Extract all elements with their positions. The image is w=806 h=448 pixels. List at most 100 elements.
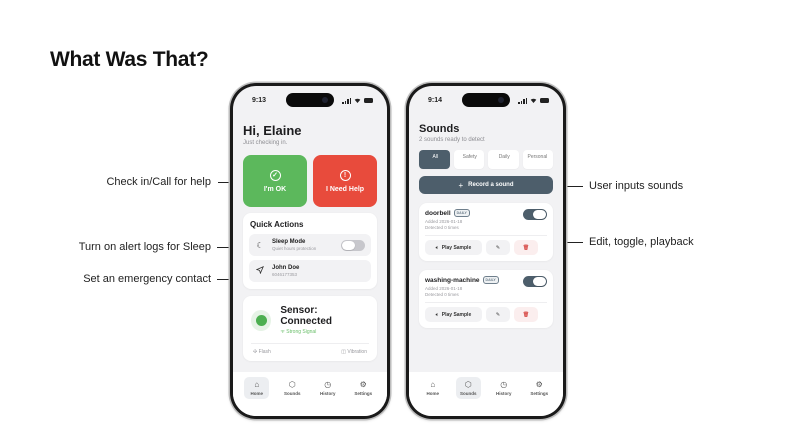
vibration-indicator: ◫ Vibration (341, 349, 367, 355)
sound-added-date: Added 2026-01-18 (425, 219, 463, 224)
greeting: Hi, Elaine (243, 123, 302, 138)
tab-sounds[interactable]: ⬡ Sounds (284, 379, 301, 396)
status-time: 9:14 (428, 97, 443, 104)
sensor-card: Sensor: Connected ᯤ Strong Signal ✣ Flas… (243, 296, 377, 361)
sounds-title: Sounds (419, 123, 460, 135)
category-badge: DAILY (482, 276, 499, 285)
clock-icon: ◷ (324, 379, 332, 389)
moon-icon: ☾ (256, 240, 264, 250)
home-phone: 9:13 Hi, Elaine Just checking in. ✓ I'm … (230, 83, 390, 419)
emergency-contact-item[interactable]: John Doe 6046177353 (249, 260, 371, 282)
annotation-checkin-text: Check in/Call for help (106, 176, 211, 188)
home-screen: 9:13 Hi, Elaine Just checking in. ✓ I'm … (233, 86, 387, 416)
annotation-line (549, 185, 583, 187)
sensor-status-title: Sensor: Connected (280, 305, 332, 327)
tab-settings[interactable]: ⚙ Settings (354, 379, 373, 396)
play-sample-button[interactable]: 🔈︎Play Sample (425, 240, 482, 256)
sound-detect-count: Detected 0 times (425, 292, 459, 298)
annotation-sleep-text: Turn on alert logs for Sleep (78, 241, 211, 253)
record-sound-button[interactable]: + Record a sound (419, 176, 553, 194)
tab-sounds[interactable]: ⬡ Sounds (455, 377, 481, 399)
filter-personal[interactable]: Personal (522, 150, 553, 169)
wifi-icon (530, 98, 537, 103)
edit-button[interactable]: ✎ (486, 240, 510, 256)
vibration-icon: ◫ (341, 349, 348, 355)
tab-home[interactable]: ⌂ Home (426, 379, 439, 396)
filter-chips: All Safety Daily Personal (419, 150, 553, 169)
need-help-label: I Need Help (325, 185, 365, 193)
sleep-mode-item[interactable]: ☾ Sleep Mode Quiet hours protection (249, 234, 371, 256)
contact-name: John Doe (272, 265, 300, 271)
trash-icon: 🗑︎ (522, 311, 530, 318)
quick-actions-title: Quick Actions (250, 220, 304, 229)
annotation-line (549, 241, 583, 243)
sounds-subtext: 2 sounds ready to detect (419, 137, 485, 143)
annotation-contact-text: Set an emergency contact (83, 273, 211, 285)
tab-settings[interactable]: ⚙ Settings (530, 379, 549, 396)
delete-button[interactable]: 🗑︎ (514, 240, 538, 256)
wifi-icon (354, 98, 361, 103)
sleep-mode-toggle[interactable] (341, 239, 365, 251)
battery-icon (540, 98, 549, 103)
gear-icon: ⚙ (535, 379, 543, 389)
signal-icon (518, 97, 527, 104)
play-sample-button[interactable]: 🔈︎Play Sample (425, 307, 482, 323)
gear-icon: ⚙ (359, 379, 367, 389)
annotation-record-text: User inputs sounds (589, 180, 684, 192)
record-sound-label: Record a sound (468, 182, 514, 188)
sounds-phone: 9:14 Sounds 2 sounds ready to detect All… (406, 83, 566, 419)
home-icon: ⌂ (430, 379, 436, 389)
status-bar: 9:13 (252, 97, 373, 104)
flash-icon: ✣ (253, 349, 259, 355)
sound-name: doorbell (425, 209, 451, 217)
annotation-sleep: Turn on alert logs for Sleep (79, 241, 252, 253)
divider (251, 343, 369, 344)
box-icon: ⬡ (288, 379, 296, 389)
check-circle-icon: ✓ (269, 169, 281, 181)
sound-enabled-toggle[interactable] (523, 276, 547, 288)
contact-phone: 6046177353 (272, 272, 298, 277)
speaker-icon: 🔈︎ (435, 244, 439, 251)
checkin-row: ✓ I'm OK ! I Need Help (243, 155, 377, 207)
tab-history[interactable]: ◷ History (319, 379, 336, 396)
signal-strength: Strong Signal (286, 329, 317, 335)
sound-name: washing-machine (425, 276, 480, 284)
sound-added-date: Added 2026-01-18 (425, 286, 463, 292)
delete-button[interactable]: 🗑︎ (514, 307, 538, 323)
sleep-mode-subtitle: Quiet hours protection (272, 246, 317, 251)
status-time: 9:13 (252, 97, 267, 104)
sound-enabled-toggle[interactable] (523, 209, 547, 220)
dynamic-island (462, 93, 510, 107)
annotation-contact: Set an emergency contact (83, 273, 252, 285)
box-icon: ⬡ (464, 379, 472, 389)
signal-icon (342, 97, 351, 104)
home-icon: ⌂ (254, 379, 260, 389)
status-bar: 9:14 (428, 97, 549, 104)
annotation-record: User inputs sounds (549, 180, 683, 192)
category-badge: DAILY (453, 209, 470, 217)
tab-bar: ⌂ Home ⬡ Sounds ◷ History ⚙ Settings (233, 372, 387, 416)
trash-icon: 🗑︎ (522, 244, 530, 251)
speaker-icon: 🔈︎ (435, 311, 439, 318)
filter-all[interactable]: All (419, 150, 450, 169)
sound-detect-count: Detected 0 times (425, 225, 459, 231)
send-icon (255, 266, 265, 276)
annotation-edit-text: Edit, toggle, playback (589, 236, 694, 248)
wifi-icon: ᯤ (280, 329, 287, 335)
plus-icon: + (458, 180, 464, 190)
filter-daily[interactable]: Daily (488, 150, 519, 169)
filter-safety[interactable]: Safety (453, 150, 484, 169)
im-ok-label: I'm OK (263, 185, 287, 193)
edit-button[interactable]: ✎ (486, 307, 510, 323)
im-ok-button[interactable]: ✓ I'm OK (243, 155, 307, 207)
tab-home[interactable]: ⌂ Home (244, 377, 270, 399)
page-title: What Was That? (50, 48, 209, 71)
flash-indicator: ✣ Flash (253, 349, 271, 355)
battery-icon (364, 98, 373, 103)
sensor-status-indicator (251, 309, 272, 331)
greeting-subtext: Just checking in. (243, 140, 288, 146)
tab-history[interactable]: ◷ History (495, 379, 512, 396)
need-help-button[interactable]: ! I Need Help (313, 155, 377, 207)
